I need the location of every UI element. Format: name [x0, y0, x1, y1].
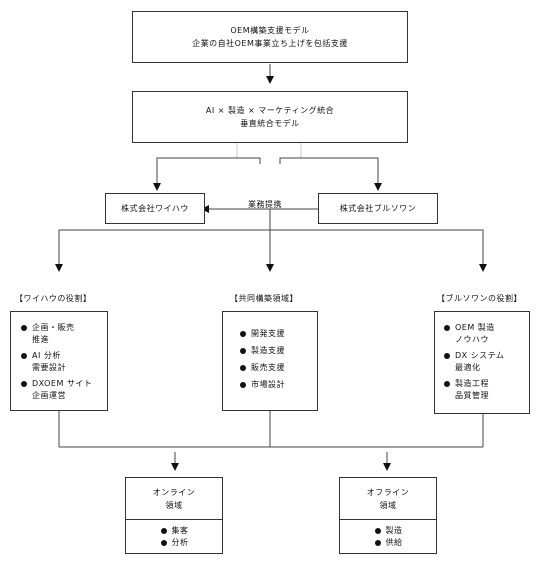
- list-item: AI 分析 需要設計: [20, 350, 107, 374]
- list-item: 製造支援: [239, 345, 317, 357]
- left-role-box: 企画・販売 推進 AI 分析 需要設計 DXOEM サイト 企画運営: [10, 311, 108, 411]
- list-item: 開発支援: [239, 328, 317, 340]
- company-left-name: 株式会社ワイハウ: [121, 204, 189, 213]
- arrow-to-left-role: [55, 229, 270, 272]
- list-item: 製造: [374, 525, 403, 537]
- center-role-box: 開発支援 製造支援 販売支援 市場設計: [222, 311, 318, 411]
- list-item: 分析: [160, 537, 189, 549]
- list-item: 供給: [374, 537, 403, 549]
- vertical-integration-box: AI × 製造 × マーケティング統合 垂直統合モデル: [132, 91, 408, 143]
- arrow-to-right-role: [270, 229, 487, 272]
- offline-box: オフライン 領域 製造 供給: [339, 477, 437, 554]
- integration-subtitle: 垂直統合モデル: [240, 119, 300, 128]
- company-right-name: 株式会社ブルソワン: [339, 204, 417, 213]
- company-right-box: 株式会社ブルソワン: [318, 193, 438, 224]
- divider: [126, 519, 222, 520]
- list-item: OEM 製造 ノウハウ: [443, 322, 529, 346]
- integration-title: AI × 製造 × マーケティング統合: [205, 106, 335, 115]
- arrow-to-company-right: [279, 157, 382, 191]
- oem-model-box: OEM構築支援モデル 企業の自社OEM事業立ち上げを包括支援: [132, 11, 408, 63]
- list-item: 販売支援: [239, 362, 317, 374]
- offline-subtitle: 領域: [379, 500, 397, 510]
- online-subtitle: 領域: [165, 500, 183, 510]
- left-role-heading: 【ワイハウの役割】: [15, 294, 92, 303]
- center-role-heading: 【共同構築領域】: [230, 294, 298, 303]
- list-item: DX システム 最適化: [443, 350, 529, 374]
- oem-model-subtitle: 企業の自社OEM事業立ち上げを包括支援: [192, 39, 348, 48]
- list-item: DXOEM サイト 企画運営: [20, 378, 107, 402]
- offline-title: オフライン: [366, 487, 410, 497]
- list-item: 集客: [160, 525, 189, 537]
- oem-model-title: OEM構築支援モデル: [230, 26, 310, 35]
- list-item: 製造工程 品質管理: [443, 378, 529, 402]
- list-item: 市場設計: [239, 379, 317, 391]
- list-item: 企画・販売 推進: [20, 322, 107, 346]
- online-title: オンライン: [152, 487, 196, 497]
- partnership-label: 業務提携: [248, 200, 282, 209]
- online-box: オンライン 領域 集客 分析: [125, 477, 223, 554]
- divider: [340, 519, 436, 520]
- right-role-heading: 【ブルソワンの役割】: [437, 294, 522, 303]
- right-role-box: OEM 製造 ノウハウ DX システム 最適化 製造工程 品質管理: [434, 311, 530, 414]
- company-left-box: 株式会社ワイハウ: [105, 193, 205, 224]
- arrow-to-company-left: [153, 157, 261, 191]
